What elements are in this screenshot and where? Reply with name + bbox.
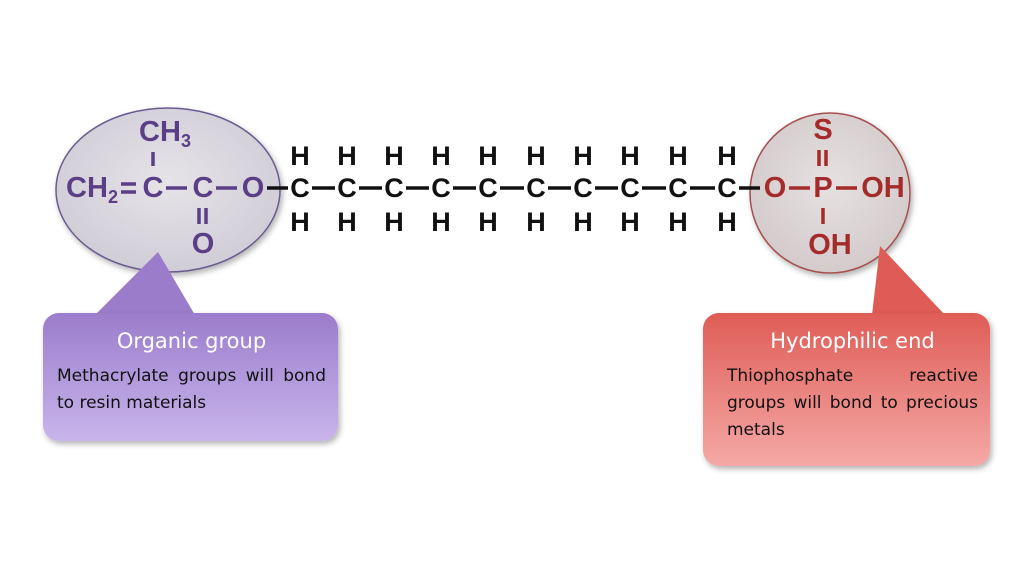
- hydrogen-atom: H: [384, 207, 404, 237]
- hydrogen-atom: H: [290, 207, 310, 237]
- carbon-atom: C: [337, 173, 357, 203]
- hydrophilic-end-circle: [749, 112, 911, 274]
- carbon-atom: C: [384, 173, 404, 203]
- organic-callout-tail: [95, 252, 195, 315]
- hydrogen-atom: H: [337, 141, 357, 171]
- hydrogen-atom: H: [478, 207, 498, 237]
- hydrogen-atom: H: [478, 141, 498, 171]
- carbon-atom: C: [478, 173, 498, 203]
- carbon-atom: C: [526, 173, 546, 203]
- hydrophilic-callout-tail: [872, 246, 945, 315]
- hydrogen-atom: H: [384, 141, 404, 171]
- phosphorus-atom: P: [813, 172, 832, 204]
- carbon-atom: C: [668, 173, 688, 203]
- hydrogen-atom: H: [573, 207, 593, 237]
- hydrogen-atom: H: [526, 141, 546, 171]
- hydrogen-atom: H: [431, 141, 451, 171]
- carbon-atom: C: [193, 172, 214, 204]
- hydrophilic-end-description: Thiophosphate reactive groups will bond …: [727, 366, 978, 440]
- hydrogen-atom: H: [431, 207, 451, 237]
- oxygen-atom: O: [764, 172, 787, 204]
- carbon-atom: C: [717, 173, 737, 203]
- hydrogen-atom: H: [717, 207, 737, 237]
- organic-group-callout: Organic group Methacrylate groups will b…: [43, 313, 338, 441]
- organic-group-title: Organic group: [116, 329, 267, 353]
- hydrogen-atom: H: [337, 207, 357, 237]
- sulfur-atom: S: [813, 114, 832, 146]
- hydroxyl-group: OH: [861, 172, 905, 204]
- hydrogen-atom: H: [290, 141, 310, 171]
- hydrogen-atom: H: [620, 141, 640, 171]
- hydrogen-atom: H: [717, 141, 737, 171]
- carbon-atom: C: [573, 173, 593, 203]
- organic-group-description: Methacrylate groups will bond to resin m…: [57, 366, 326, 413]
- hydrogen-atom: H: [573, 141, 593, 171]
- carbon-atom: C: [143, 172, 164, 204]
- carbon-atom: C: [620, 173, 640, 203]
- carbon-atom: C: [290, 173, 310, 203]
- hydroxyl-group: OH: [808, 229, 852, 261]
- hydrophilic-end-title: Hydrophilic end: [770, 329, 935, 353]
- oxygen-atom: O: [242, 172, 265, 204]
- hydrogen-atom: H: [668, 141, 688, 171]
- hydrogen-atom: H: [668, 207, 688, 237]
- hydrogen-atom: H: [620, 207, 640, 237]
- hydrogen-atom: H: [526, 207, 546, 237]
- oxygen-atom: O: [192, 228, 215, 260]
- hydrophilic-end-callout: Hydrophilic end Thiophosphate reactive g…: [703, 313, 990, 466]
- carbon-atom: C: [431, 173, 451, 203]
